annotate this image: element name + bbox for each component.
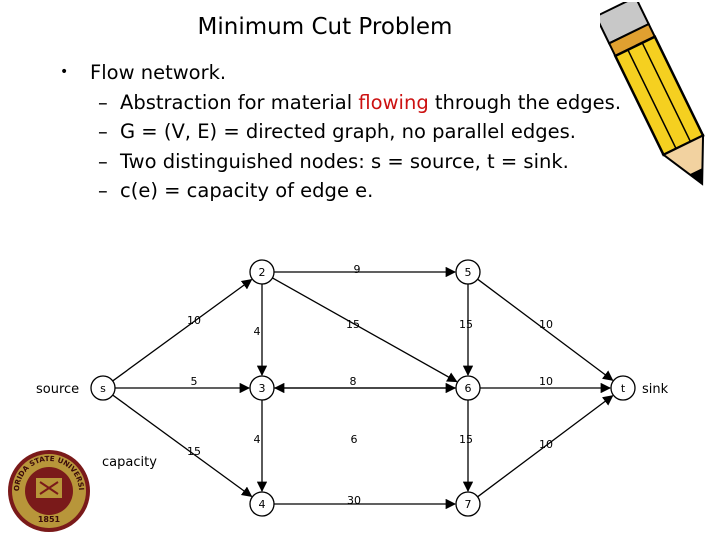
edge-capacity-label: 10 [187, 314, 201, 327]
edge-arrow [113, 395, 252, 496]
node-label: 2 [259, 266, 266, 279]
node-label: s [100, 382, 106, 395]
source-label: source [36, 382, 79, 397]
edge-capacity-label: 4 [254, 433, 261, 446]
edge-capacity-label: 15 [187, 445, 201, 458]
node-label: 5 [465, 266, 472, 279]
edge-capacity-label: 15 [346, 318, 360, 331]
edge-capacity-label: 9 [354, 263, 361, 276]
edge-capacity-label: 30 [347, 494, 361, 507]
edge-capacity-label: 10 [539, 438, 553, 451]
capacity-label: capacity [102, 455, 157, 470]
edge-capacity-label: 6 [351, 433, 358, 446]
edge-capacity-label: 15 [459, 318, 473, 331]
node-label: 6 [465, 382, 472, 395]
edge-capacity-label: 15 [459, 433, 473, 446]
edge-capacity-label: 8 [350, 375, 357, 388]
edge-capacity-label: 10 [539, 318, 553, 331]
edge-arrow [272, 278, 456, 382]
node-label: 7 [465, 498, 472, 511]
edge-capacity-label: 5 [191, 375, 198, 388]
node-label: 4 [259, 498, 266, 511]
node-label: t [621, 382, 626, 395]
edge-arrow [113, 280, 252, 381]
edge-capacity-label: 10 [539, 375, 553, 388]
sink-label: sink [642, 382, 669, 397]
edge-capacity-label: 4 [254, 325, 261, 338]
node-label: 3 [259, 382, 266, 395]
